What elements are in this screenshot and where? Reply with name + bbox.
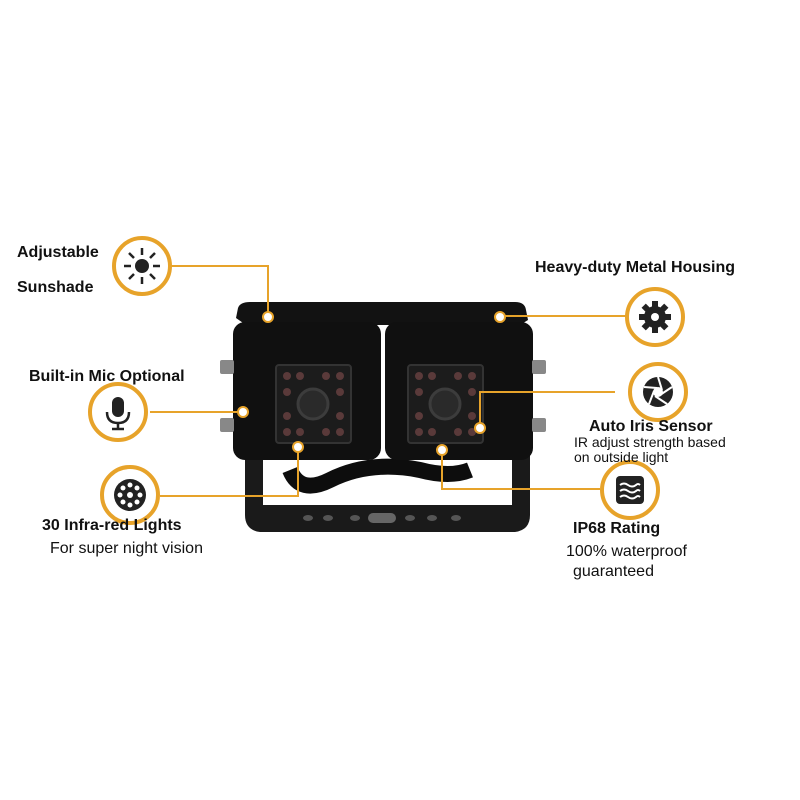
iris-desc-line2: on outside light [574,449,669,465]
sunshade-label-line1: Adjustable [17,244,99,261]
iris-label: Auto Iris Sensor [589,418,713,435]
water-icon [600,460,660,520]
iris-desc-line1: IR adjust strength based [574,434,726,450]
infrared-desc: For super night vision [50,540,203,557]
housing-label: Heavy-duty Metal Housing [535,259,736,276]
ip68-desc-line1: 100% waterproof [566,543,687,560]
sun-icon [112,236,172,296]
aperture-icon [628,362,688,422]
mic-label: Built-in Mic Optional [29,368,185,385]
sunshade-label-line2: Sunshade [17,279,94,296]
gear-icon [625,287,685,347]
microphone-icon [88,382,148,442]
ip68-label: IP68 Rating [573,520,661,537]
led-array-icon [100,465,160,525]
ip68-desc-line2: guaranteed [573,563,654,580]
infrared-label: 30 Infra-red Lights [42,517,182,534]
